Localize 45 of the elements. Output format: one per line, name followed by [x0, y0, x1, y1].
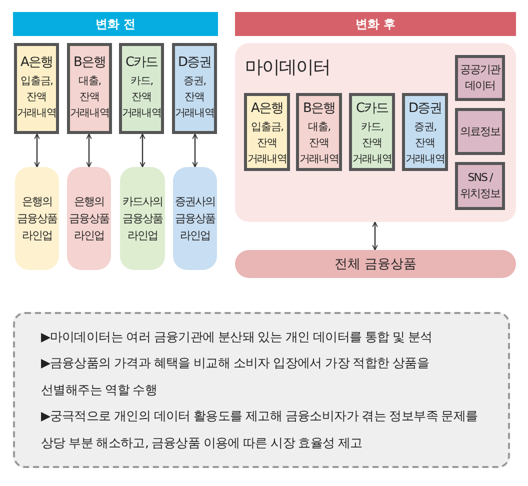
- data-box: 의료정보: [455, 108, 505, 155]
- box-text: 증권, 잔액 거래내역: [174, 74, 214, 121]
- data-box: [172, 43, 217, 134]
- box-title: B은행: [74, 54, 106, 71]
- data-box: [349, 93, 395, 171]
- header-bar: 변화 전: [13, 12, 218, 36]
- box-text: 대출, 잔액 거래내역: [70, 74, 110, 121]
- double-arrow: [86, 134, 92, 168]
- double-arrow: [192, 134, 198, 168]
- lineup-pill: 카드사의 금융상품 라인업: [120, 167, 165, 270]
- lineup-pill: 은행의 금융상품 라인업: [15, 167, 59, 270]
- data-box: [244, 93, 290, 171]
- data-box: 공공기관 데이터: [455, 55, 505, 101]
- data-box: [14, 43, 59, 134]
- box-title: D증권: [408, 100, 442, 117]
- double-arrow: [34, 134, 40, 168]
- box-title: C카드: [125, 54, 158, 71]
- product-bar: 전체 금융상품: [235, 250, 516, 278]
- box-text: 카드, 잔액 거래내역: [122, 74, 162, 121]
- box-title: A은행: [20, 54, 52, 71]
- data-box: [296, 93, 342, 171]
- data-box: [119, 43, 164, 134]
- double-arrow: [372, 222, 378, 250]
- box-title: A은행: [251, 100, 283, 117]
- box-text: 입출금, 잔액 거래내역: [16, 74, 56, 121]
- bullet-text: ▶금융상품의 가격과 혜택을 비교해 소비자 입장에서 가장 적합한 상품을 선별해주는 역할 수행: [41, 354, 430, 399]
- lineup-pill: 은행의 금융상품 라인업: [67, 167, 111, 270]
- lineup-pill: 증권사의 금융상품 라인업: [173, 167, 217, 270]
- data-box: [402, 93, 448, 171]
- mydata-panel: [235, 43, 516, 222]
- box-text: 카드, 잔액 거래내역: [352, 120, 392, 167]
- note-box: [13, 312, 510, 468]
- header-bar: 변화 후: [235, 12, 516, 36]
- data-box: [67, 43, 112, 134]
- box-text: 증권, 잔액 거래내역: [405, 120, 445, 167]
- bullet-text: ▶마이데이터는 여러 금융기관에 분산돼 있는 개인 데이터를 통합 및 분석: [41, 328, 432, 346]
- box-title: D증권: [178, 54, 211, 71]
- panel-title: 마이데이터: [245, 56, 330, 79]
- double-arrow: [140, 134, 146, 168]
- box-text: 입출금, 잔액 거래내역: [247, 120, 287, 167]
- data-box: SNS / 위치정보: [455, 162, 505, 210]
- bullet-text: ▶궁극적으로 개인의 데이터 활용도를 제고해 금융소비자가 겪는 정보부족 문제를 상당 부분 해소하고, 금융상품 이용에 따른 시장 효율성 제고: [41, 407, 479, 452]
- box-title: C카드: [356, 100, 388, 117]
- box-title: B은행: [303, 100, 335, 117]
- box-text: 대출, 잔액 거래내역: [299, 120, 339, 167]
